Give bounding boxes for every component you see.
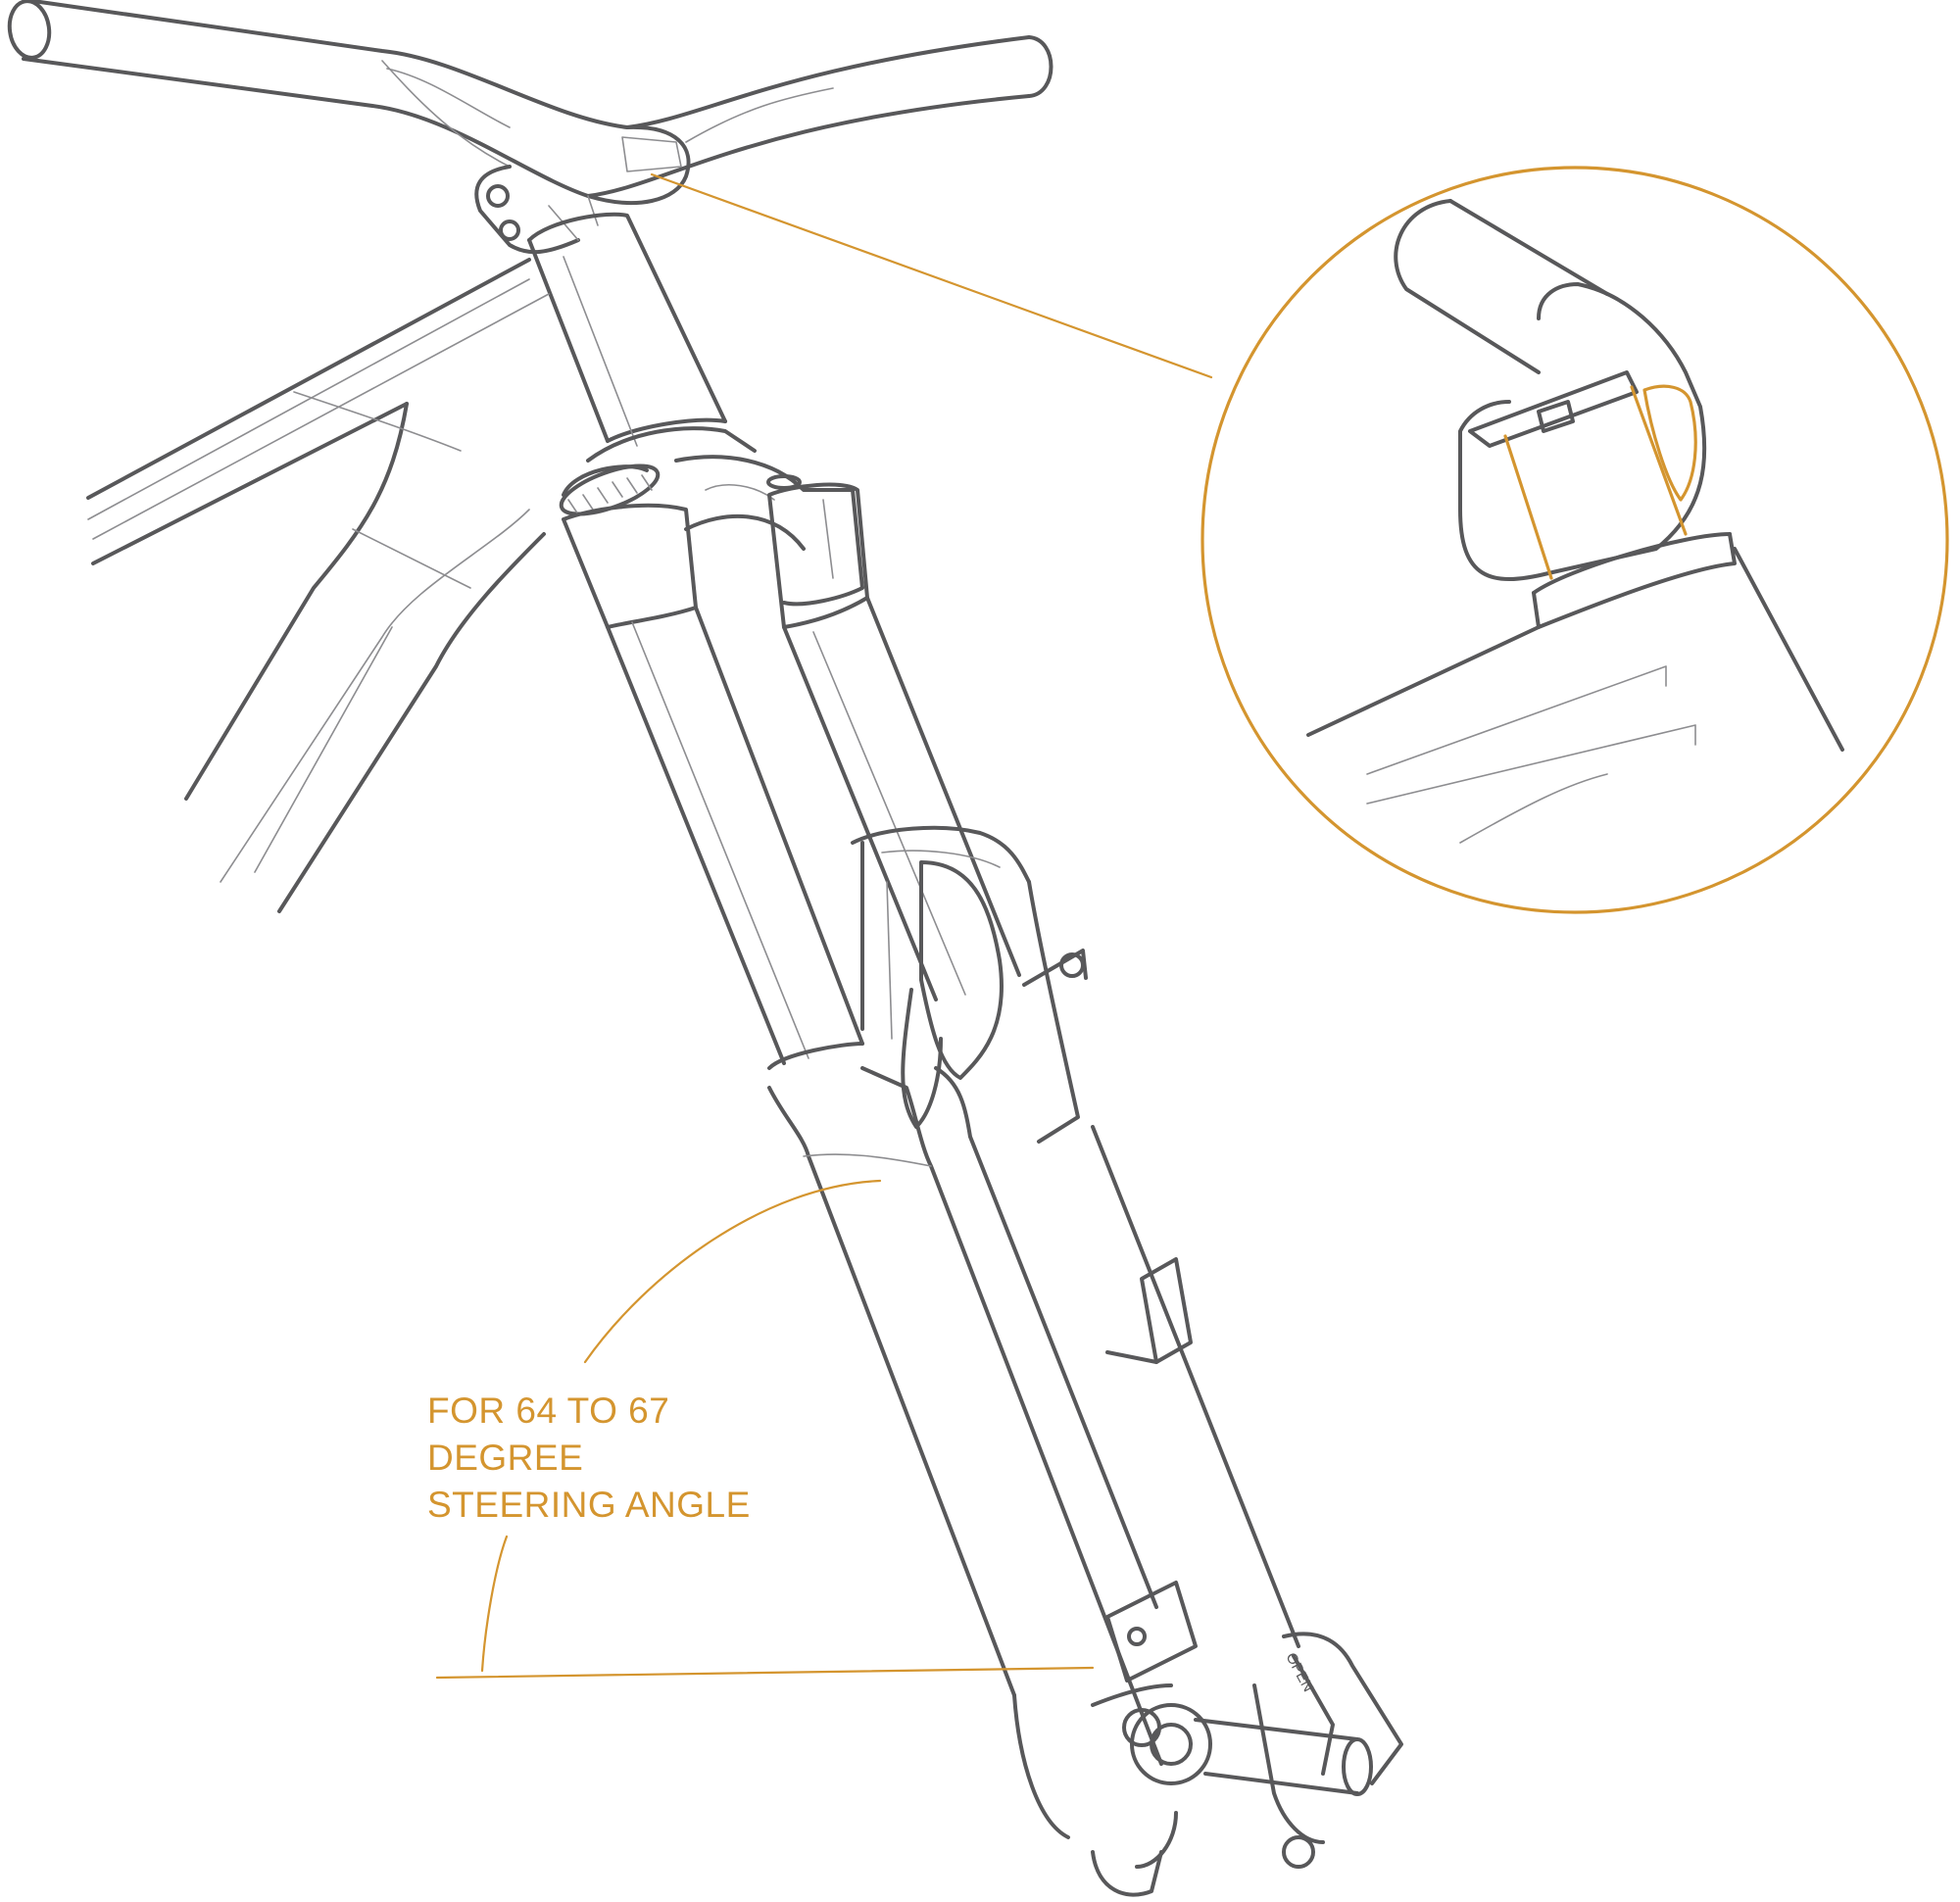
detail-leader-line xyxy=(650,172,1213,379)
fork-crown-icon xyxy=(674,455,864,607)
fork-arch-icon xyxy=(851,825,1088,1144)
steering-angle-arc-icon xyxy=(435,1179,1095,1680)
detail-magnifier-circle-icon xyxy=(1200,166,1949,914)
annotation-line-1: FOR 64 TO 67 xyxy=(427,1390,670,1431)
steering-angle-annotation: FOR 64 TO 67 DEGREE STEERING ANGLE xyxy=(427,1388,751,1529)
fork-right-leg-icon xyxy=(767,482,1300,1648)
frame-head-tube-icon xyxy=(86,212,727,913)
stem-icon xyxy=(474,124,691,255)
axle-lever-icon: OPEN xyxy=(1091,1257,1403,1897)
headset-icon xyxy=(559,426,757,516)
handlebar-icon xyxy=(7,0,1054,198)
fork-lever-label: OPEN xyxy=(1282,1650,1316,1695)
annotation-line-2: DEGREE xyxy=(427,1438,584,1478)
annotation-line-3: STEERING ANGLE xyxy=(427,1485,751,1525)
suspension-fork-icon xyxy=(562,503,1163,1839)
